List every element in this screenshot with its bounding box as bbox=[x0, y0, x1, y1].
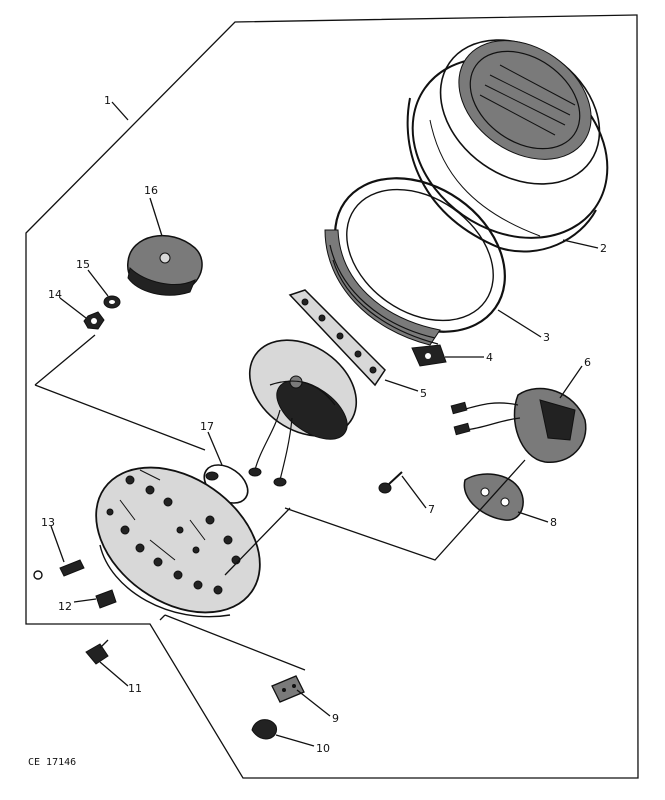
group-line-center bbox=[224, 459, 526, 576]
part-8-base-plate bbox=[463, 473, 524, 521]
part-5-contact-strip bbox=[288, 289, 386, 387]
part-17-gasket bbox=[203, 464, 249, 504]
leader-lines bbox=[50, 101, 599, 747]
callout-16: 16 bbox=[144, 184, 158, 197]
callout-3: 3 bbox=[543, 331, 550, 344]
callout-7: 7 bbox=[428, 503, 435, 516]
callout-2: 2 bbox=[600, 242, 607, 255]
callout-10: 10 bbox=[316, 742, 330, 755]
callout-8: 8 bbox=[550, 516, 557, 529]
part-4-clip bbox=[411, 344, 447, 367]
part-13-screw bbox=[33, 559, 85, 580]
part-14-nut bbox=[83, 311, 105, 330]
assembly-boundary bbox=[25, 14, 639, 779]
part-15-washer bbox=[103, 295, 121, 309]
group-line-bottom bbox=[159, 614, 306, 671]
callout-11: 11 bbox=[128, 682, 142, 695]
part-12-bulb-socket bbox=[95, 589, 117, 609]
callout-13: 13 bbox=[41, 516, 55, 529]
part-6-sending-unit bbox=[450, 387, 587, 463]
callout-1: 1 bbox=[104, 94, 111, 107]
gauge-movement bbox=[248, 339, 358, 487]
callout-6: 6 bbox=[584, 356, 591, 369]
group-line-left bbox=[34, 334, 206, 451]
drawing-code: CE 17146 bbox=[28, 757, 76, 768]
part-16-lamp-housing bbox=[127, 234, 203, 296]
callout-12: 12 bbox=[58, 600, 72, 613]
part-11-bulb bbox=[85, 639, 109, 665]
part-3-ring bbox=[324, 177, 506, 346]
part-7-screw bbox=[378, 471, 403, 494]
callout-5: 5 bbox=[420, 387, 427, 400]
callout-15: 15 bbox=[76, 258, 90, 271]
part-2-housing bbox=[406, 39, 609, 253]
callout-17: 17 bbox=[200, 420, 214, 433]
part-9-bulb-holder bbox=[271, 675, 305, 703]
callout-9: 9 bbox=[332, 712, 339, 725]
circuit-board bbox=[95, 466, 261, 618]
callout-14: 14 bbox=[48, 288, 62, 301]
part-10-bulb bbox=[251, 719, 278, 740]
callout-4: 4 bbox=[486, 351, 493, 364]
